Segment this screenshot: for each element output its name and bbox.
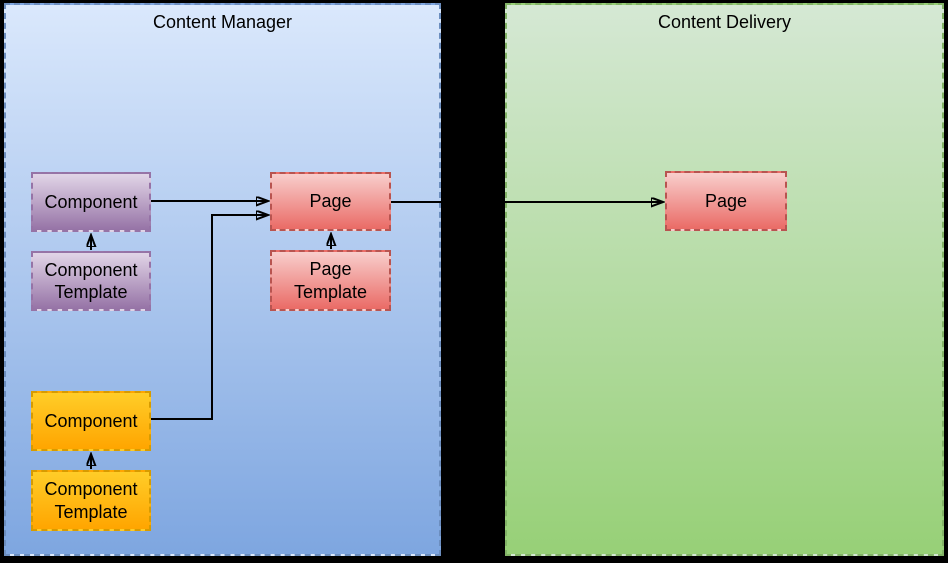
node-label: Component xyxy=(44,191,138,212)
node-label: Page xyxy=(309,191,352,212)
node-label: Page xyxy=(704,190,748,211)
node-component-template-orange: Component Template xyxy=(31,470,151,531)
container-title-content-delivery: Content Delivery xyxy=(657,12,792,32)
node-page-template: Page Template xyxy=(270,250,391,311)
node-label: Page Template xyxy=(293,259,368,302)
node-label: Component Template xyxy=(44,479,138,522)
container-title-content-manager: Content Manager xyxy=(152,12,293,32)
node-label: Component xyxy=(44,410,138,431)
node-label: Component Template xyxy=(44,259,138,303)
node-component-purple: Component xyxy=(31,172,151,232)
node-component-orange: Component xyxy=(31,391,151,451)
node-page-content-delivery: Page xyxy=(665,171,787,231)
container-content-delivery: Content Delivery xyxy=(505,3,944,556)
node-component-template-purple: Component Template xyxy=(31,251,151,311)
node-page-content-manager: Page xyxy=(270,172,391,231)
